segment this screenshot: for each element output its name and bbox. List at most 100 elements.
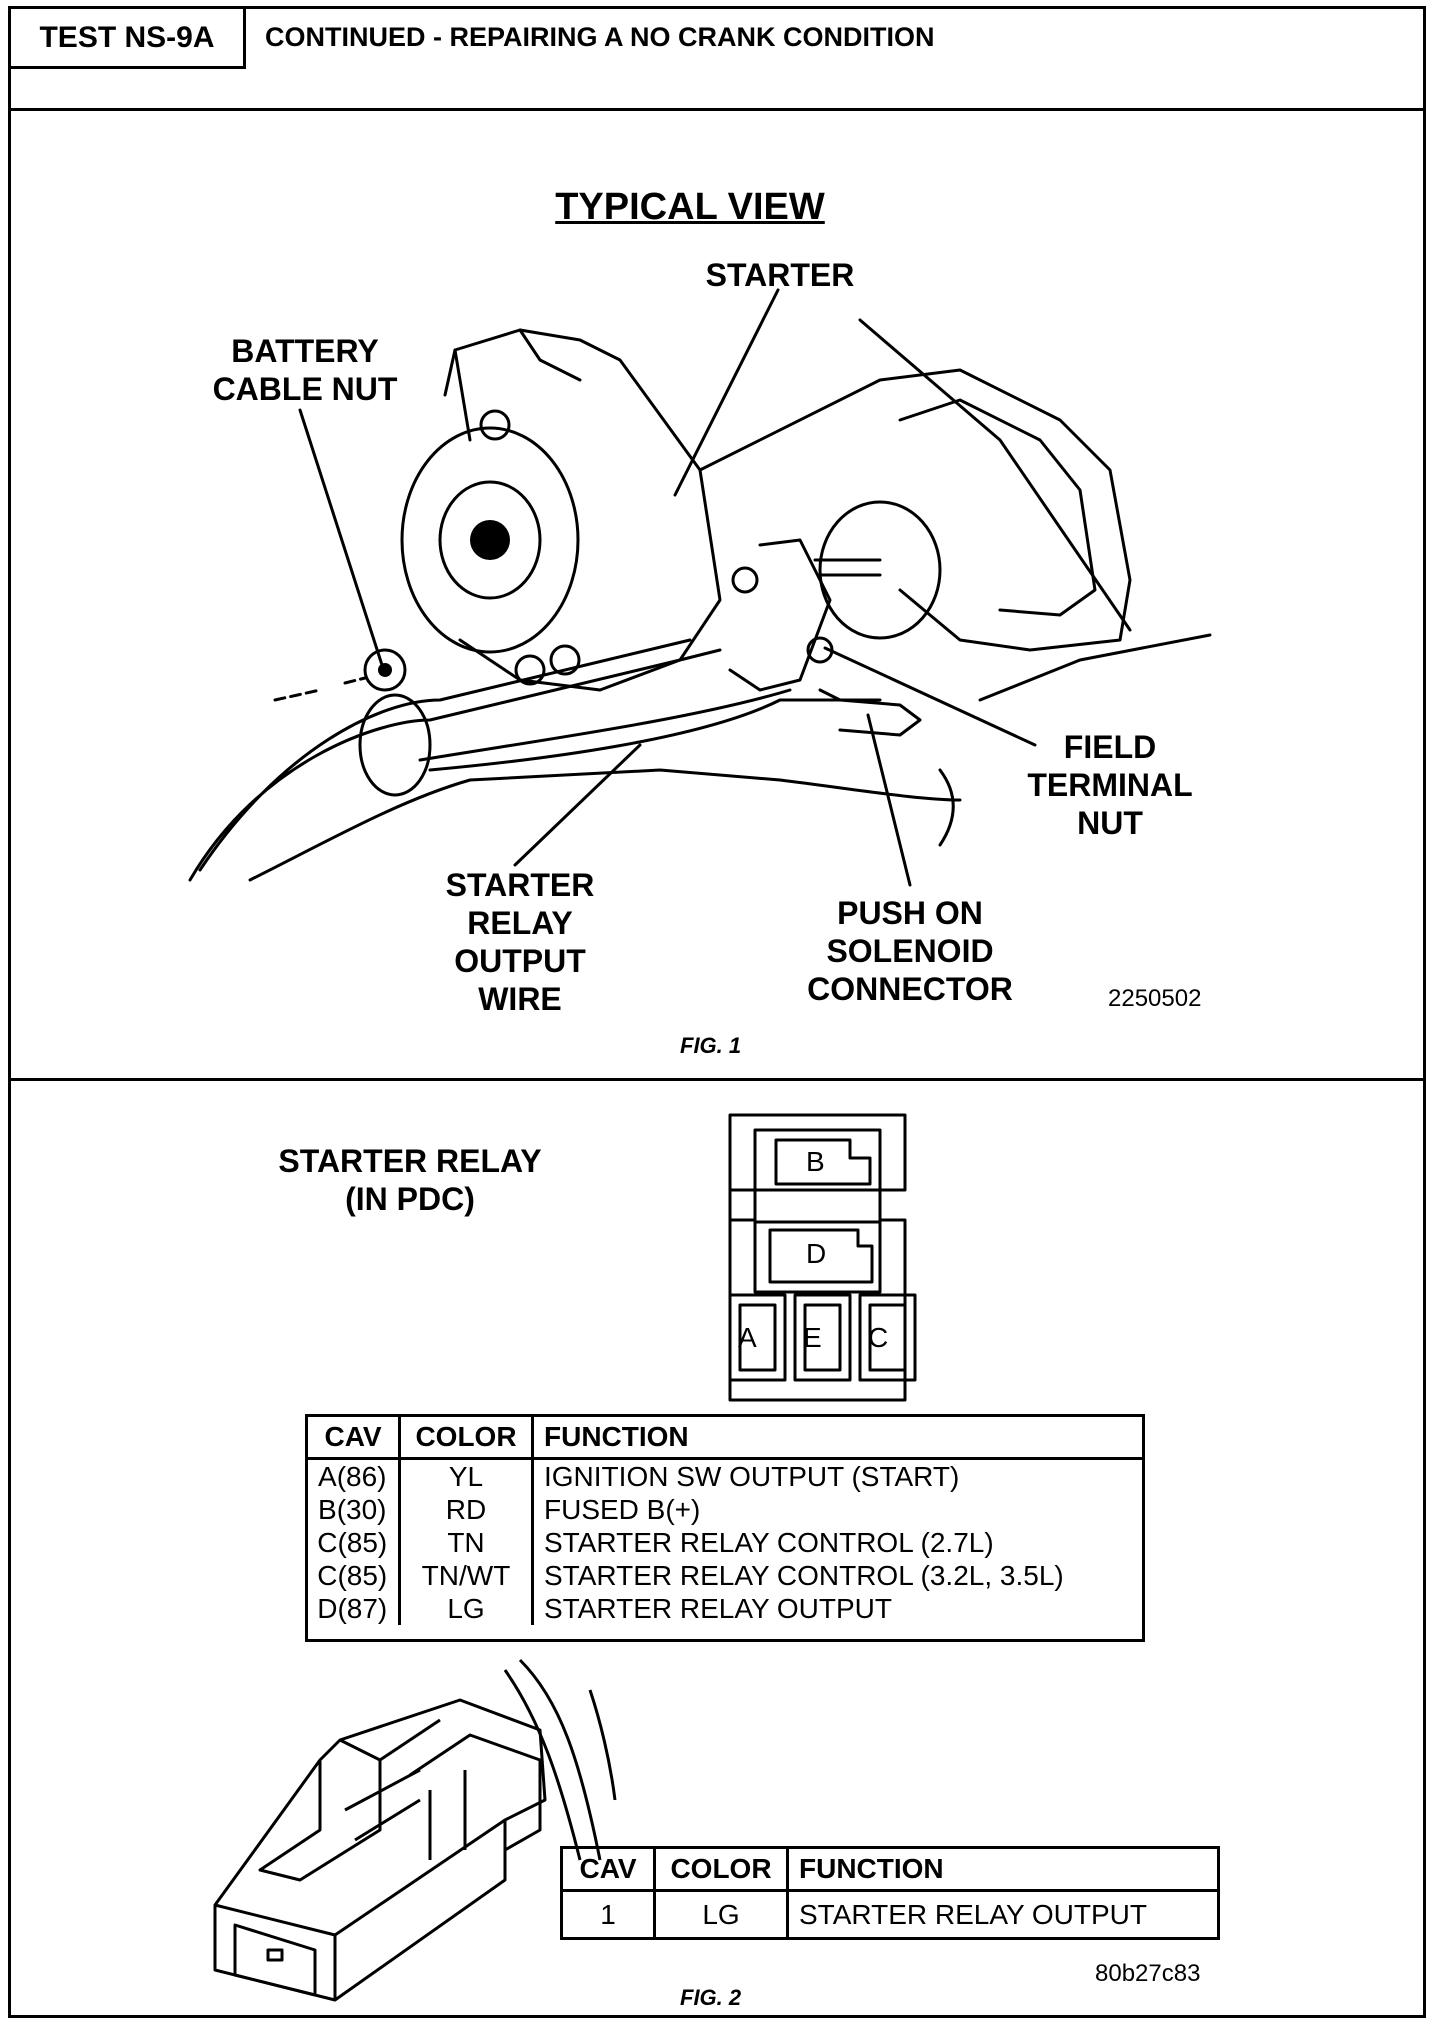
connector-wire-3: [588, 1689, 617, 1801]
leader-relay-output-wire: [513, 743, 642, 867]
fig1-code: 2250502: [1108, 985, 1202, 1012]
cell-cav: C(85): [306, 1559, 401, 1592]
cell-function: STARTER RELAY OUTPUT: [787, 1889, 1219, 1939]
engine-ledge: [978, 633, 1212, 702]
pin-e-inner: [803, 1303, 842, 1372]
leader-solenoid-connector: [866, 713, 912, 887]
cell-color: LG: [399, 1592, 534, 1625]
cell-color: TN/WT: [399, 1559, 534, 1592]
pin-label-e: E: [803, 1322, 822, 1353]
cell-color: TN: [399, 1526, 534, 1559]
label-starter: STARTER: [705, 257, 855, 293]
connector-wire-1: [518, 1658, 602, 1861]
cell-function: STARTER RELAY OUTPUT: [544, 1593, 892, 1624]
cell-color: RD: [399, 1493, 534, 1526]
starter-mount-ear: [443, 328, 582, 442]
cell-color: LG: [654, 1889, 789, 1939]
figure-divider: [8, 1078, 1426, 1081]
table-row: D(87) LG STARTER RELAY OUTPUT: [306, 1592, 1144, 1625]
cell-function: STARTER RELAY CONTROL (2.7L): [544, 1527, 994, 1558]
engine-block-outline: [698, 368, 1132, 652]
relay-frame-d: [753, 1220, 882, 1294]
pin-label-d: D: [806, 1238, 827, 1269]
label-push-on-solenoid-connector: PUSH ON SOLENOID CONNECTOR: [807, 895, 1013, 1007]
pin-a-inner: [738, 1303, 777, 1372]
connector-ridge: [344, 1768, 421, 1842]
relay-cavity-table: CAV COLOR FUNCTION A(86) YL IGNITION SW …: [305, 1414, 1145, 1625]
table-row: A(86) YL IGNITION SW OUTPUT (START): [306, 1458, 1144, 1493]
leader-starter: [673, 288, 780, 497]
relay-table-header: CAV COLOR FUNCTION: [305, 1414, 1145, 1460]
cell-cav: B(30): [306, 1493, 401, 1526]
fig1-title: TYPICAL VIEW: [555, 186, 825, 228]
relay-neck: [730, 1188, 757, 1222]
starter-axis: [273, 676, 367, 702]
lower-bolt-2: [549, 644, 581, 676]
table-row: B(30) RD FUSED B(+): [306, 1493, 1144, 1526]
col-color: COLOR: [398, 1414, 534, 1460]
connector-cavity-table: CAV COLOR FUNCTION 1 LG STARTER RELAY OU…: [560, 1846, 1220, 1940]
engine-edge: [858, 318, 1132, 632]
relay-output-wire: [418, 688, 882, 772]
connector-latch: [233, 1923, 317, 1997]
pin-b-shape: [774, 1138, 872, 1186]
solenoid-stud: [813, 558, 882, 577]
fig1-caption: FIG. 1: [680, 1033, 742, 1058]
fig2-caption: FIG. 2: [680, 1985, 742, 2010]
battery-cable-nut-center: [378, 663, 392, 677]
table-row: C(85) TN/WT STARTER RELAY CONTROL (3.2L,…: [306, 1559, 1144, 1592]
mount-bolt: [479, 409, 511, 441]
label-battery-cable-nut: BATTERY CABLE NUT: [212, 333, 398, 407]
cell-function: STARTER RELAY CONTROL (3.2L, 3.5L): [544, 1560, 1064, 1591]
label-starter-relay: STARTER RELAY (IN PDC): [278, 1143, 542, 1217]
cell-function: FUSED B(+): [544, 1494, 701, 1525]
cell-cav: A(86): [306, 1458, 401, 1493]
cell-cav: 1: [561, 1889, 656, 1939]
col-cav: CAV: [305, 1414, 401, 1460]
cable-grommet: [358, 693, 432, 797]
connector-housing: [258, 1718, 441, 1882]
battery-cable-nut: [363, 648, 407, 692]
lower-bolt-1: [514, 654, 546, 686]
cell-cav: D(87): [306, 1592, 401, 1625]
pin-label-a: A: [738, 1322, 757, 1353]
pin-c-shape: [858, 1293, 917, 1382]
lower-contour: [248, 768, 962, 882]
table-row: C(85) TN STARTER RELAY CONTROL (2.7L): [306, 1526, 1144, 1559]
starter-bore-center: [470, 520, 510, 560]
connector-clip-band: [409, 1733, 542, 1860]
cell-function: IGNITION SW OUTPUT (START): [544, 1461, 960, 1492]
cell-cav: C(85): [306, 1526, 401, 1559]
starter-housing: [453, 328, 722, 692]
table-row: 1 LG STARTER RELAY OUTPUT: [561, 1889, 1219, 1939]
page-frame: [8, 6, 1426, 2018]
connector-table-header: CAV COLOR FUNCTION: [560, 1846, 1220, 1892]
engine-block-inner: [898, 398, 1097, 617]
lower-bolt-3: [731, 566, 759, 594]
connector-cavity: [266, 1948, 284, 1962]
relay-frame-b: [753, 1128, 882, 1192]
leader-field-terminal-nut: [823, 646, 1037, 747]
header-divider: [8, 108, 1426, 111]
col-function: FUNCTION: [786, 1846, 1220, 1892]
label-field-terminal-nut: FIELD TERMINAL NUT: [1027, 729, 1193, 841]
pin-label-c: C: [868, 1322, 889, 1353]
pin-e-shape: [793, 1293, 852, 1382]
starter-endcap: [400, 426, 580, 654]
cell-color: YL: [399, 1458, 534, 1493]
starter-bore: [438, 480, 542, 600]
connector-wire-2: [503, 1669, 582, 1861]
pin-d-shape: [768, 1228, 874, 1284]
pin-a-shape: [728, 1293, 787, 1382]
pin-c-inner: [868, 1303, 907, 1372]
solenoid-body: [818, 500, 942, 640]
pin-label-b: B: [806, 1146, 825, 1177]
test-id-box: TEST NS-9A: [11, 9, 246, 69]
col-cav: CAV: [560, 1846, 656, 1892]
header-title: CONTINUED - REPAIRING A NO CRANK CONDITI…: [265, 22, 935, 52]
label-starter-relay-output-wire: STARTER RELAY OUTPUT WIRE: [445, 867, 595, 1017]
leader-battery-cable-nut: [298, 408, 384, 667]
relay-outline: [728, 1113, 907, 1402]
